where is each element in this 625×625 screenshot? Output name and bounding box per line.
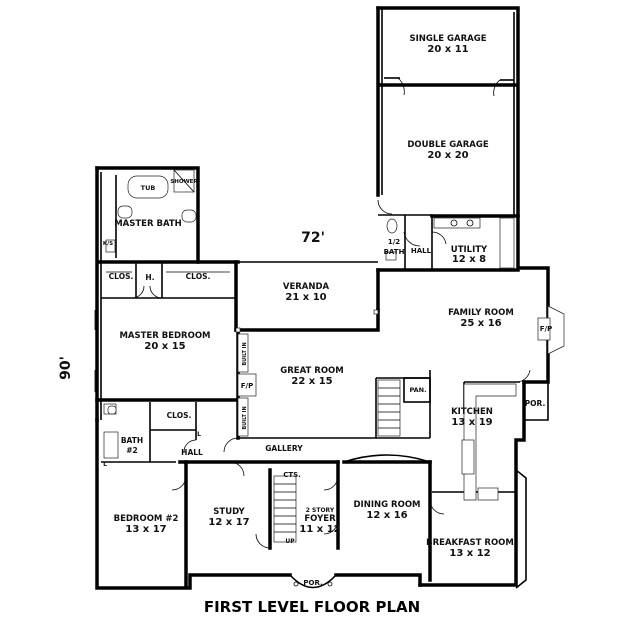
room-size-kitchen: 13 x 19: [451, 417, 492, 428]
foyer-stairs: [273, 475, 297, 543]
room-size-master-bedroom: 20 x 15: [144, 341, 185, 352]
kitchen-porch-label: POR.: [525, 399, 546, 408]
room-name-utility: UTILITY: [451, 245, 488, 255]
bath2-label-bottom: #2: [126, 446, 138, 455]
front-porch-label: POR.: [303, 579, 322, 587]
built-in-label-bottom: BUILT IN: [242, 406, 248, 429]
bath2-label-top: BATH: [121, 436, 143, 445]
family-fireplace-label: F/P: [540, 325, 552, 333]
room-size-study: 12 x 17: [208, 517, 249, 528]
room-name-master-bath: MASTER BATH: [114, 219, 182, 229]
room-labels: SINGLE GARAGE 20 x 11 DOUBLE GARAGE 20 x…: [114, 34, 514, 559]
room-name-master-bedroom: MASTER BEDROOM: [119, 331, 210, 341]
room-name-double-garage: DOUBLE GARAGE: [407, 140, 488, 150]
room-size-family-room: 25 x 16: [460, 318, 501, 329]
room-size-great-room: 22 x 15: [291, 376, 332, 387]
tub-fixture: [127, 175, 169, 199]
linen-label-hall: L: [197, 431, 201, 438]
built-in-cabinet-top: [237, 333, 249, 373]
room-size-double-garage: 20 x 20: [427, 150, 468, 161]
fixtures: [94, 169, 565, 589]
pantry: [403, 377, 431, 403]
gallery-label: GALLERY: [265, 444, 303, 453]
pantry-label: PAN.: [409, 386, 426, 394]
utility-hall-label: HALL: [411, 247, 432, 255]
two-story-label: 2 STORY: [306, 507, 335, 514]
overall-depth-label: 90': [58, 356, 74, 380]
coats-closet-label: CTS.: [283, 471, 301, 479]
room-size-single-garage: 20 x 11: [427, 44, 468, 55]
room-size-breakfast-room: 13 x 12: [449, 548, 490, 559]
kitchen-counter: [463, 383, 517, 501]
front-porch: [289, 574, 337, 589]
small-labels: TUB SHOWER K/S CLOS. H. CLOS. 1/2 BATH H…: [103, 179, 552, 587]
bedroom-hall-label: HALL: [181, 448, 203, 457]
room-name-foyer: FOYER: [304, 514, 336, 524]
room-size-utility: 12 x 8: [452, 254, 486, 265]
room-size-bedroom-2: 13 x 17: [125, 524, 166, 535]
room-name-breakfast-room: BREAKFAST ROOM: [426, 538, 514, 548]
half-bath-label-top: 1/2: [388, 238, 400, 246]
built-in-label-top: BUILT IN: [242, 342, 248, 365]
great-room-fireplace: [237, 373, 257, 397]
room-name-single-garage: SINGLE GARAGE: [409, 34, 486, 44]
kitchen-island: [461, 439, 475, 475]
interior-walls: [95, 77, 520, 587]
hall-h-label: H.: [145, 273, 154, 282]
room-name-family-room: FAMILY ROOM: [448, 308, 514, 318]
tub-label: TUB: [141, 184, 156, 192]
room-name-bedroom-2: BEDROOM #2: [114, 514, 179, 524]
linen-label-bath: L: [103, 461, 107, 468]
room-name-great-room: GREAT ROOM: [280, 366, 343, 376]
doors: [131, 77, 531, 549]
ks-label: K/S: [103, 241, 113, 247]
room-size-foyer: 11 x 12: [299, 524, 340, 535]
built-in-cabinet-bottom: [237, 397, 249, 437]
room-name-study: STUDY: [213, 507, 245, 517]
overall-width-label: 72': [301, 230, 325, 246]
room-name-dining-room: DINING ROOM: [354, 500, 421, 510]
stairs-up-label: UP: [285, 538, 295, 545]
closet-label-left: CLOS.: [109, 272, 134, 281]
half-bath-label-bottom: BATH: [384, 248, 405, 256]
room-size-dining-room: 12 x 16: [366, 510, 407, 521]
room-name-kitchen: KITCHEN: [451, 407, 493, 417]
exterior-walls: [95, 6, 550, 590]
bath2-closet-label: CLOS.: [167, 411, 192, 420]
room-name-veranda: VERANDA: [283, 282, 330, 292]
great-fireplace-label: F/P: [241, 382, 253, 390]
shower-label: SHOWER: [170, 179, 198, 185]
room-size-veranda: 21 x 10: [285, 292, 326, 303]
closet-label-right: CLOS.: [186, 272, 211, 281]
rear-stairs: [377, 379, 401, 437]
plan-title: FIRST LEVEL FLOOR PLAN: [204, 598, 420, 616]
